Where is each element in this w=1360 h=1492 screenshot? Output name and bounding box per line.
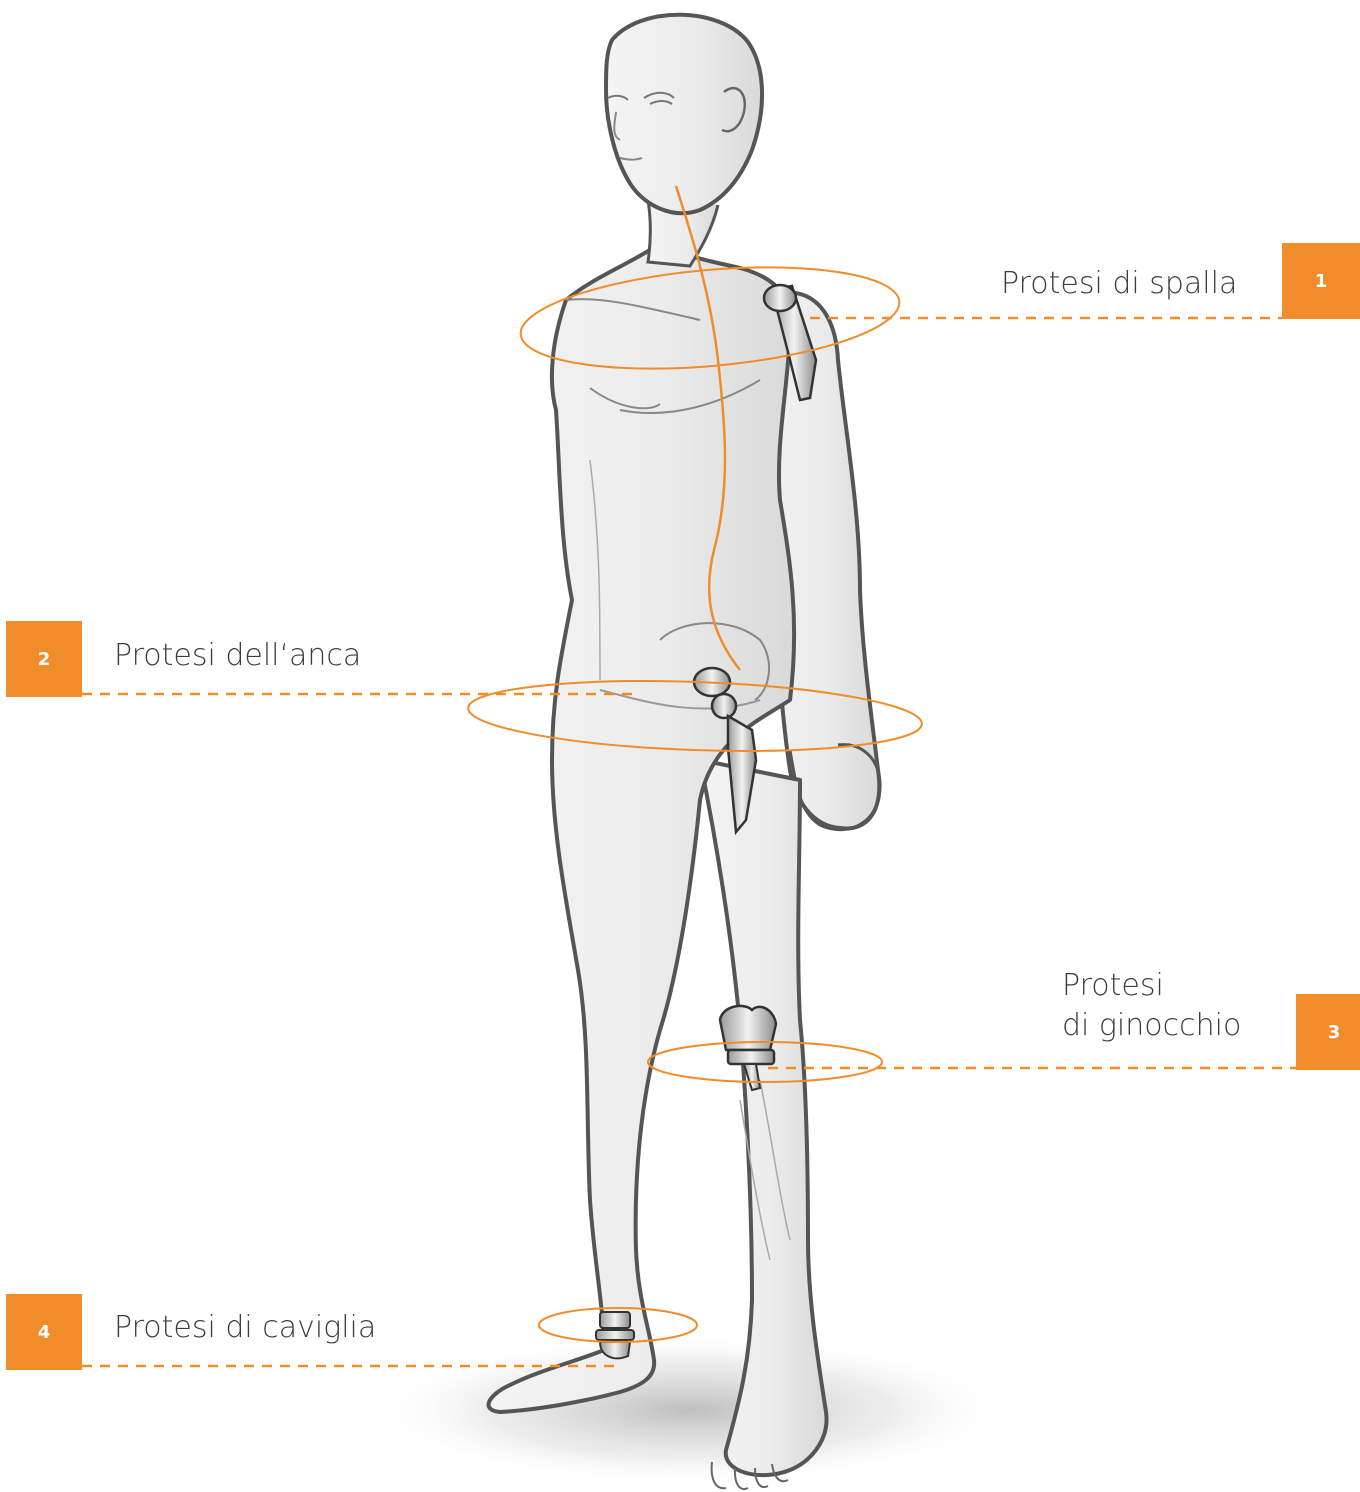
callout-label-hip: Protesi dell‘anca — [114, 636, 361, 676]
callout-label-ankle: Protesi di caviglia — [114, 1308, 376, 1348]
callout-badge-3: 3 — [1296, 994, 1360, 1070]
callout-label-knee: Protesi di ginocchio — [1062, 966, 1241, 1046]
callout-badge-2: 2 — [6, 621, 82, 697]
callout-badge-1: 1 — [1282, 243, 1360, 319]
callout-number-3: 3 — [1328, 1022, 1341, 1043]
callout-number-4: 4 — [38, 1322, 51, 1343]
callout-number-1: 1 — [1315, 271, 1328, 292]
callout-label-knee-line2: di ginocchio — [1062, 1006, 1241, 1046]
callout-number-2: 2 — [38, 649, 51, 670]
floor-shadow — [360, 1332, 1020, 1488]
callout-badge-4: 4 — [6, 1294, 82, 1370]
head — [606, 15, 762, 213]
ankle-implant — [596, 1312, 634, 1358]
callout-label-shoulder: Protesi di spalla — [1001, 264, 1237, 304]
callout-label-knee-line1: Protesi — [1062, 966, 1241, 1006]
